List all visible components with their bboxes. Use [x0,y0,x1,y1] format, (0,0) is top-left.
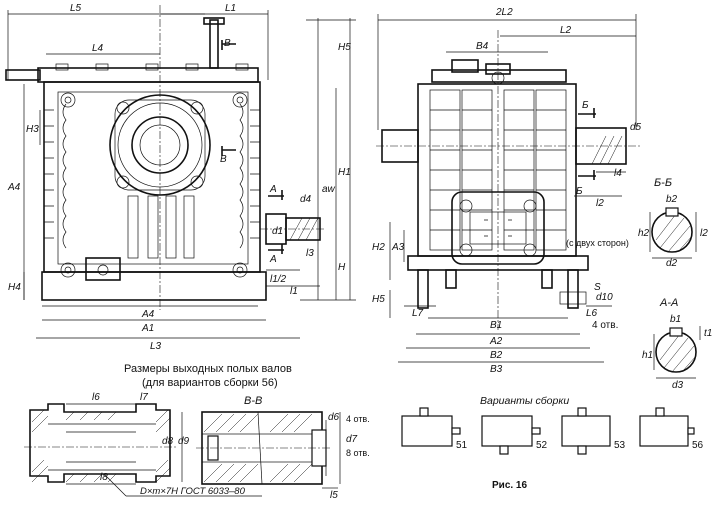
dim-B2: B2 [490,350,503,361]
dim-t1: t1 [704,328,712,339]
dim-b1: b1 [670,314,681,325]
dim-aw: aw [322,184,336,195]
cut-label-B-cyr-top: Б [582,100,589,111]
cut-label-A-top: A [269,184,277,195]
cut-label-A-bottom: A [269,254,277,265]
dim-A2: A2 [489,336,503,347]
dim-L3: L3 [150,341,162,352]
section-vv: В-В d6 4 отв. d7 8 отв. l5 [196,395,370,501]
hollow-shaft-caption-1: Размеры выходных полых валов [124,363,292,375]
section-bb-title: Б-Б [654,177,672,189]
variant-53: 53 [614,440,626,451]
hollow-shaft-caption-2: (для вариантов сборки 56) [142,377,278,389]
note-8-holes-vv: 8 отв. [346,448,370,458]
dim-h2: h2 [638,228,650,239]
side-view: 2L2 L2 B4 Б Б d5 l4 l2 H2 A3 (с двух сто… [372,7,642,375]
dim-2L2: 2L2 [495,7,513,18]
dim-l5: l5 [330,490,338,501]
dim-d5: d5 [630,122,642,133]
dim-A3: A3 [391,242,405,253]
dim-l8: l8 [100,472,108,483]
dim-d8: d8 [162,436,174,447]
section-bb: Б-Б b2 h2 l2 d2 [638,177,708,269]
dim-l1: l1 [290,286,298,297]
dim-d1: d1 [272,226,283,237]
dim-B3: B3 [490,364,503,375]
dim-d7: d7 [346,434,358,445]
dim-d9: d9 [178,436,190,447]
cut-label-B-top: B [224,38,231,49]
dim-L2: L2 [560,25,572,36]
dim-l7: l7 [140,392,148,403]
dim-L6: L6 [586,308,598,319]
dim-H: H [338,262,346,273]
dim-l2-side: l2 [596,198,604,209]
dim-h1: h1 [642,350,653,361]
note-two-sides: (с двух сторон) [566,238,629,248]
dim-B1: B1 [490,320,502,331]
dim-d3: d3 [672,380,684,391]
dim-B4: B4 [476,41,489,52]
dim-d6: d6 [328,412,340,423]
dim-L7: L7 [412,308,424,319]
spline-spec: D×m×7H ГОСТ 6033–80 [140,486,246,497]
section-aa: А-А b1 t1 h1 d3 [642,297,712,391]
dim-H3: H3 [26,124,39,135]
dim-l2-section: l2 [700,228,708,239]
variant-56: 56 [692,440,704,451]
dim-H5-side: H5 [372,294,385,305]
dim-b2: b2 [666,194,678,205]
dim-d10: d10 [596,292,613,303]
dim-H1: H1 [338,167,351,178]
cut-label-B-cyr-bottom: Б [576,186,583,197]
dim-A4-vertical: A4 [7,182,21,193]
dim-L4: L4 [92,43,104,54]
front-view: L5 L1 L4 H5 H3 A4 H4 aw H1 H d4 d1 l3 l1… [5,3,356,352]
dim-A1: A1 [141,323,154,334]
dim-H2: H2 [372,242,385,253]
variant-52: 52 [536,440,548,451]
section-aa-title: А-А [659,297,678,309]
section-vv-title: В-В [244,395,262,407]
dim-l3: l3 [306,248,314,259]
dim-H4: H4 [8,282,21,293]
dim-H5-left: H5 [338,42,351,53]
dim-d2: d2 [666,258,678,269]
dim-S: S [594,282,601,293]
variant-51: 51 [456,440,468,451]
dim-l6: l6 [92,392,100,403]
note-4-holes-vv: 4 отв. [346,414,370,424]
dim-d4: d4 [300,194,312,205]
note-4-holes-side: 4 отв. [592,320,618,331]
assembly-variants-title: Варианты сборки [480,395,569,407]
dim-l4: l4 [614,168,622,179]
figure-caption: Рис. 16 [492,480,527,491]
assembly-variants: Варианты сборки 51 52 53 56 [401,395,704,455]
cut-label-B-bottom: B [220,154,227,165]
dim-L5: L5 [70,3,82,14]
dim-L1: L1 [225,3,236,14]
dim-l1-half: l1/2 [270,274,287,285]
hollow-shaft: l6 l7 d8 d9 l8 D×m×7H ГОСТ 6033–80 [24,392,262,497]
dim-A4-horizontal: A4 [141,309,155,320]
